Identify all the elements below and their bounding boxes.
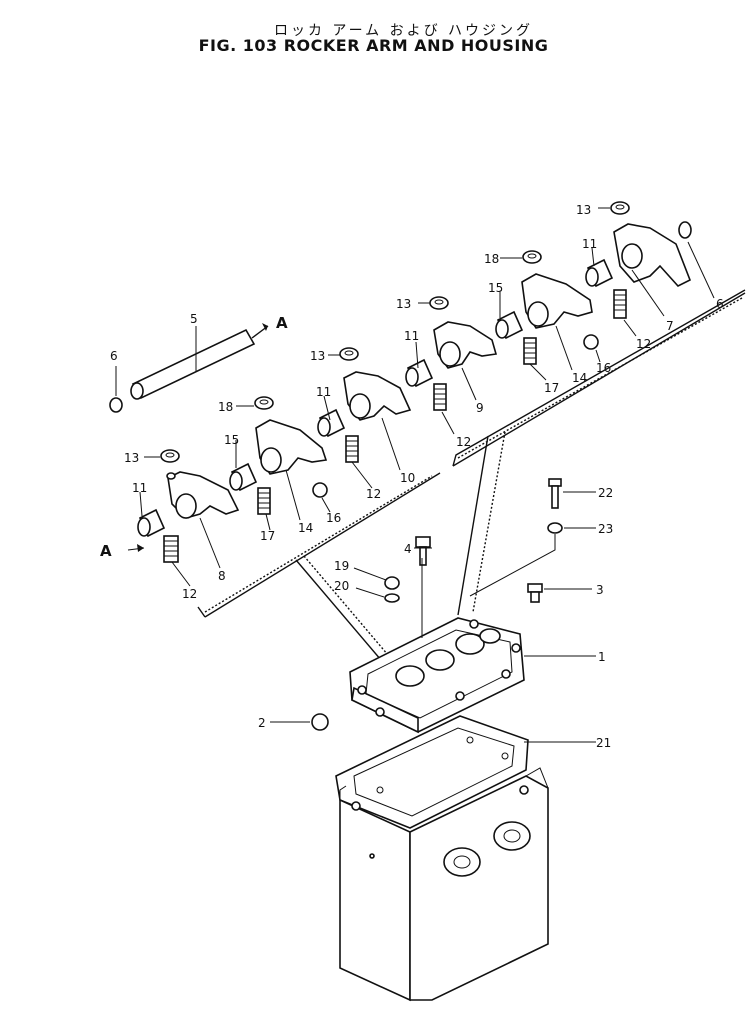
diagram-title-japanese: ロッカ アーム および ハウジング [273, 23, 534, 39]
callout-12-a: 12 [182, 587, 197, 601]
rocker-shaft [130, 323, 269, 400]
callout-17-a: 17 [260, 529, 275, 543]
nut-13-a [160, 449, 180, 463]
cylinder-head-block [339, 767, 549, 1002]
callout-13-d: 13 [576, 203, 591, 217]
callout-19: 19 [334, 559, 349, 573]
nut-13-b [339, 347, 359, 361]
callout-15-b: 15 [488, 281, 503, 295]
callout-11-a: 11 [132, 481, 147, 495]
callout-22: 22 [598, 486, 613, 500]
nut-16-b [583, 334, 599, 350]
bushing-11-a [137, 508, 166, 538]
nut-13-c [429, 296, 449, 310]
callout-18-b: 18 [484, 252, 499, 266]
callout-23: 23 [598, 522, 613, 536]
nut-18-b [522, 250, 542, 264]
callout-13-c: 13 [396, 297, 411, 311]
washer-23 [547, 522, 563, 534]
bushing-15-b [495, 310, 524, 340]
bushing-11-c [405, 358, 434, 388]
callout-11-d: 11 [582, 237, 597, 251]
rocker-arm-14-b [521, 273, 593, 365]
bushing-11-d [585, 258, 614, 288]
callout-6-left: 6 [110, 349, 118, 363]
callout-12-d: 12 [636, 337, 651, 351]
callout-15-a: 15 [224, 433, 239, 447]
bolt-4 [415, 536, 431, 566]
nut-18-a [254, 396, 274, 410]
callout-10: 10 [400, 471, 415, 485]
callout-16-a: 16 [326, 511, 341, 525]
callout-21: 21 [596, 736, 611, 750]
rocker-arm-14-a [255, 419, 328, 515]
bolt-3 [527, 583, 543, 603]
shaft-plug-left [109, 397, 123, 413]
rocker-arm-8 [163, 471, 240, 563]
callout-8: 8 [218, 569, 226, 583]
callout-a-shaft: A [276, 314, 288, 332]
plug-2 [311, 713, 329, 731]
callout-16-b: 16 [596, 361, 611, 375]
washer-20 [384, 593, 400, 603]
diagram-title: FIG. 103 ROCKER ARM AND HOUSING [198, 36, 549, 55]
callout-5: 5 [190, 312, 198, 326]
shaft-plane-outline [197, 289, 746, 661]
nut-16-a [312, 482, 328, 498]
callout-3: 3 [596, 583, 604, 597]
rocker-arm-9 [433, 321, 498, 411]
rocker-arm-10 [343, 371, 412, 463]
bushing-15-a [229, 462, 258, 492]
callout-14-b: 14 [572, 371, 587, 385]
callout-1: 1 [598, 650, 606, 664]
callout-12-b: 12 [366, 487, 381, 501]
callout-18-a: 18 [218, 400, 233, 414]
callout-6-right: 6 [716, 297, 724, 311]
callout-13-a: 13 [124, 451, 139, 465]
callout-12-c: 12 [456, 435, 471, 449]
shaft-plug-right [678, 221, 692, 239]
bushing-11-b [317, 408, 346, 438]
callout-20: 20 [334, 579, 349, 593]
callout-a-left: A [100, 542, 112, 560]
callout-17-b: 17 [544, 381, 559, 395]
callout-11-c: 11 [404, 329, 419, 343]
callout-2: 2 [258, 716, 266, 730]
rocker-housing [349, 617, 525, 734]
leader-lines [115, 207, 715, 743]
nut-13-d [610, 201, 630, 215]
callout-9: 9 [476, 401, 484, 415]
callout-4: 4 [404, 542, 412, 556]
callout-11-b: 11 [316, 385, 331, 399]
callout-13-b: 13 [310, 349, 325, 363]
rocker-arm-7 [613, 223, 692, 319]
bolt-22 [548, 478, 562, 509]
callout-14-a: 14 [298, 521, 313, 535]
callout-7: 7 [666, 319, 674, 333]
nut-19 [384, 576, 400, 590]
